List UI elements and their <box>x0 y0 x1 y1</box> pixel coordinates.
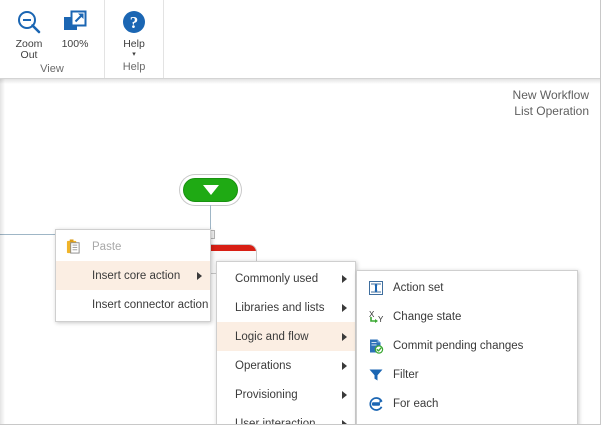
zoom-out-button[interactable]: Zoom Out <box>6 4 52 61</box>
down-triangle-icon <box>202 185 219 195</box>
workflow-title: New Workflow List Operation <box>513 87 589 119</box>
filter-icon <box>365 367 387 383</box>
logic-and-flow-submenu[interactable]: Action set X Y Change state <box>356 270 578 425</box>
menu-item-logic-and-flow[interactable]: Logic and flow <box>217 322 355 351</box>
menu-item-for-each-label: For each <box>393 397 439 410</box>
help-button[interactable]: ? Help ▾ <box>111 4 157 58</box>
menu-item-insert-core-action[interactable]: Insert core action <box>56 261 210 290</box>
menu-item-commit-pending-changes[interactable]: Commit pending changes <box>357 331 577 360</box>
stage-node-accent-bar <box>206 245 256 251</box>
chevron-right-icon <box>342 274 347 283</box>
context-menu[interactable]: Paste Insert core action Insert connecto… <box>55 229 230 322</box>
menu-item-provisioning[interactable]: Provisioning <box>217 380 355 409</box>
menu-item-filter-label: Filter <box>393 368 419 381</box>
action-set-icon <box>365 280 387 296</box>
menu-item-commonly-used[interactable]: Commonly used <box>217 264 355 293</box>
menu-item-change-state-label: Change state <box>393 310 462 323</box>
ribbon-group-help-label: Help <box>122 61 146 73</box>
menu-item-action-set-label: Action set <box>393 281 444 294</box>
menu-item-logic-and-flow-label: Logic and flow <box>235 330 309 343</box>
svg-text:?: ? <box>130 13 139 32</box>
menu-item-paste-label: Paste <box>92 240 122 253</box>
zoom-100-icon <box>61 7 89 37</box>
menu-item-insert-connector-action[interactable]: Insert connector action <box>56 290 230 319</box>
help-icon: ? <box>120 7 148 37</box>
menu-item-user-interaction[interactable]: User interaction <box>217 409 355 425</box>
svg-text:Y: Y <box>378 315 384 324</box>
chevron-down-icon[interactable]: ▾ <box>132 51 136 58</box>
svg-text:X: X <box>369 310 375 319</box>
workflow-canvas[interactable]: New Workflow List Operation <box>0 79 601 425</box>
menu-item-paste: Paste <box>56 232 210 261</box>
menu-item-filter[interactable]: Filter <box>357 360 577 389</box>
paste-icon <box>62 239 84 255</box>
chevron-right-icon <box>342 361 347 370</box>
menu-item-libraries-and-lists[interactable]: Libraries and lists <box>217 293 355 322</box>
ribbon-group-view: Zoom Out 100% <box>0 0 105 78</box>
ribbon: Zoom Out 100% <box>0 0 601 79</box>
start-node[interactable] <box>183 178 238 202</box>
menu-item-insert-connector-action-label: Insert connector action <box>92 298 209 311</box>
menu-item-action-set[interactable]: Action set <box>357 273 577 302</box>
menu-item-for-each[interactable]: For each <box>357 389 577 418</box>
menu-item-insert-core-action-label: Insert core action <box>92 269 181 282</box>
ribbon-group-help: ? Help ▾ Help <box>105 0 164 78</box>
menu-item-change-state[interactable]: X Y Change state <box>357 302 577 331</box>
chevron-right-icon <box>342 303 347 312</box>
menu-item-operations-label: Operations <box>235 359 292 372</box>
menu-item-operations[interactable]: Operations <box>217 351 355 380</box>
change-state-icon: X Y <box>365 309 387 325</box>
chevron-right-icon <box>342 332 347 341</box>
menu-item-commit-pending-changes-label: Commit pending changes <box>393 339 524 352</box>
commit-pending-changes-icon <box>365 338 387 354</box>
menu-item-icon-placeholder <box>62 297 84 313</box>
menu-item-commonly-used-label: Commonly used <box>235 272 319 285</box>
workflow-title-line1: New Workflow <box>512 88 589 102</box>
chevron-right-icon <box>197 271 202 280</box>
connector-vertical <box>210 205 211 235</box>
menu-item-libraries-and-lists-label: Libraries and lists <box>235 301 325 314</box>
menu-item-provisioning-label: Provisioning <box>235 388 298 401</box>
chevron-right-icon <box>342 419 347 425</box>
menu-item-icon-placeholder <box>62 268 84 284</box>
chevron-right-icon <box>342 390 347 399</box>
for-each-icon <box>365 396 387 412</box>
menu-item-loop[interactable]: Loop <box>357 418 577 425</box>
workflow-title-line2: List Operation <box>514 104 589 118</box>
zoom-out-label: Zoom Out <box>15 38 43 61</box>
insert-core-action-submenu[interactable]: Commonly used Libraries and lists Logic … <box>216 261 356 425</box>
menu-item-user-interaction-label: User interaction <box>235 417 316 425</box>
zoom-out-icon <box>15 7 43 37</box>
zoom-100-label: 100% <box>61 38 89 50</box>
zoom-100-button[interactable]: 100% <box>52 4 98 50</box>
ribbon-group-view-label: View <box>40 63 64 75</box>
help-label: Help <box>123 38 145 50</box>
